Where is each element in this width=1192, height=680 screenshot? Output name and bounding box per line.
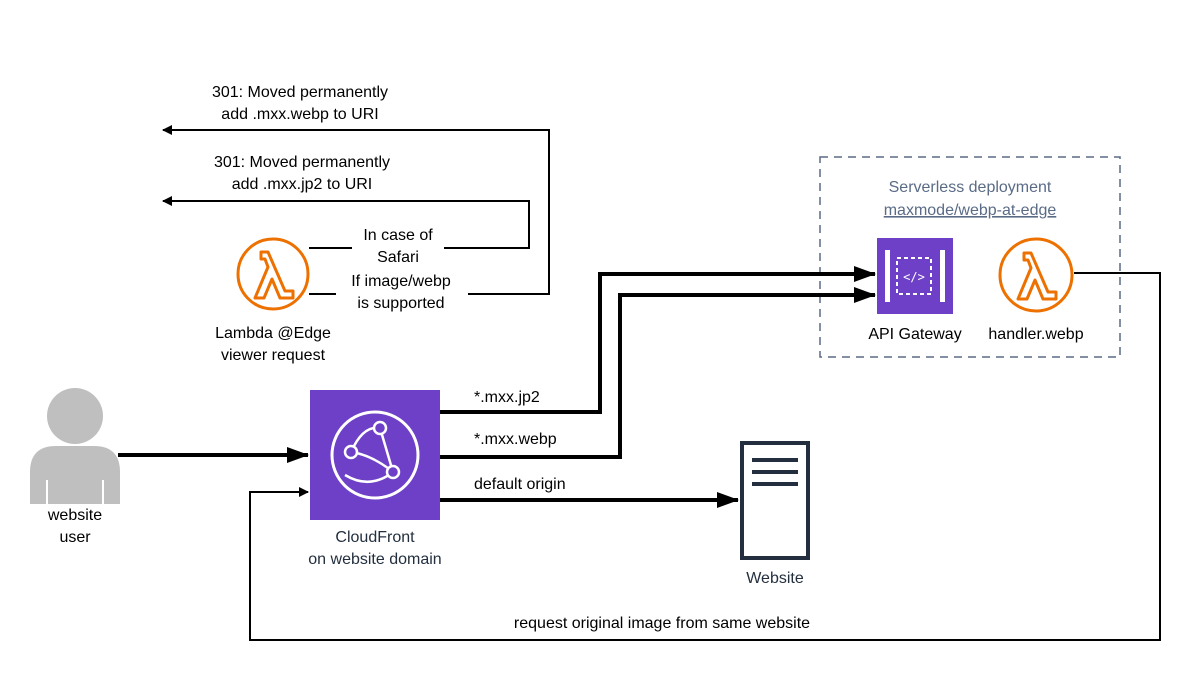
user-label-line2: user <box>59 529 91 546</box>
api-gateway-label: API Gateway <box>868 326 961 343</box>
redirect-jp2-line1: 301: Moved permanently <box>214 154 390 171</box>
loopback-label: request original image from same website <box>514 615 810 632</box>
webp-condition-line2: is supported <box>357 295 444 312</box>
api-gateway-icon: </> <box>877 238 953 314</box>
route-webp-arrow <box>440 287 876 459</box>
redirect-webp-line1: 301: Moved permanently <box>212 84 388 101</box>
loopback-arrow <box>249 272 1161 641</box>
safari-condition-line2: Safari <box>377 249 419 266</box>
safari-condition-line1: In case of <box>363 227 433 244</box>
handler-webp-label: handler.webp <box>988 326 1083 343</box>
route-jp2-arrow <box>440 266 876 414</box>
route-default-label: default origin <box>474 476 566 493</box>
safari-connector <box>162 196 530 249</box>
route-jp2-label: *.mxx.jp2 <box>474 389 540 406</box>
handler-lambda-icon <box>998 237 1074 313</box>
lambda-edge-icon <box>236 237 310 311</box>
serverless-group-title: Serverless deployment <box>889 179 1052 196</box>
lambda-edge-label-line2: viewer request <box>221 347 326 364</box>
cloudfront-label-line1: CloudFront <box>335 529 415 546</box>
route-webp-label: *.mxx.webp <box>474 431 557 448</box>
redirect-jp2-line2: add .mxx.jp2 to URI <box>232 176 373 193</box>
user-label-line1: website <box>47 507 102 524</box>
serverless-repo-link[interactable]: maxmode/webp-at-edge <box>884 202 1057 219</box>
redirect-webp-line2: add .mxx.webp to URI <box>221 106 378 123</box>
serverless-group-border <box>819 156 1121 358</box>
webp-condition-line1: If image/webp <box>351 273 451 290</box>
cloudfront-label-line2: on website domain <box>308 551 441 568</box>
website-label: Website <box>746 570 804 587</box>
user-icon <box>30 388 120 504</box>
cloudfront-icon <box>310 390 440 520</box>
lambda-edge-label-line1: Lambda @Edge <box>215 325 331 342</box>
server-icon <box>740 441 810 560</box>
svg-text:</>: </> <box>903 270 925 284</box>
